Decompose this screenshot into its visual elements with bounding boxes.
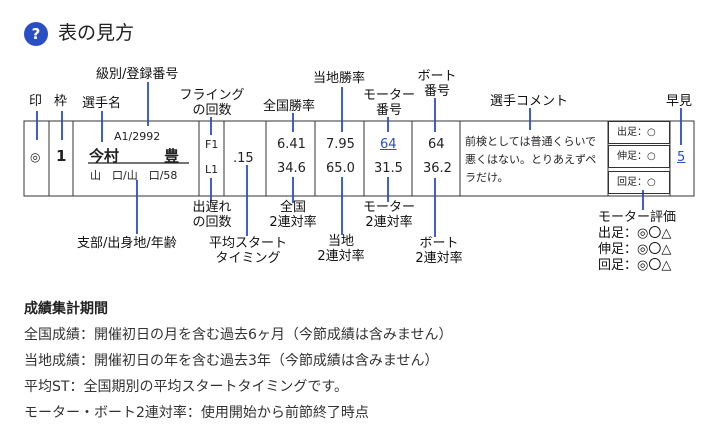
note-line: 当地成績：開催初日の年を含む過去3年（今節成績は含みません）	[24, 353, 439, 369]
label-eval-start: 出足：◎〇△	[598, 226, 672, 241]
row-comment: 前検としては普通くらいで悪くはない。とりあえずペラだけ。	[465, 135, 597, 184]
row-flying-count: F1	[205, 138, 219, 151]
row-avg-st: .15	[233, 151, 254, 166]
row-branch: 山 口/山 口/58	[90, 169, 178, 182]
early-view-link[interactable]: 5	[677, 150, 686, 165]
row-late-count: L1	[205, 163, 219, 176]
row-national-win: 6.41	[277, 137, 306, 152]
row-motor-2: 31.5	[374, 161, 403, 176]
label-eval-stretch: 伸足：◎〇△	[598, 242, 672, 257]
row-mark: ◎	[30, 150, 41, 164]
label-eval-turn: 回足：◎〇△	[598, 258, 672, 273]
label-boat-number: ボート番号	[417, 69, 457, 99]
note-line: モーター・ボート2連対率：使用開始から前節終了時点	[24, 405, 369, 421]
label-local-win: 当地勝率	[313, 71, 366, 86]
label-early-view: 早見	[666, 94, 693, 109]
row-national-2: 34.6	[277, 161, 306, 176]
eval-start-cell: 出足：○	[608, 121, 670, 144]
label-branch: 支部/出身地/年齢	[77, 236, 177, 251]
motor-number-link[interactable]: 64	[380, 137, 397, 152]
label-national-win: 全国勝率	[263, 99, 316, 114]
label-comment: 選手コメント	[490, 94, 569, 109]
label-flying: フライングの回数	[179, 88, 245, 118]
note-line: 全国成績：開催初日の月を含む過去6ヶ月（今節成績は含みません）	[24, 327, 453, 343]
label-frame: 枠	[54, 94, 68, 109]
label-avg-st: 平均スタートタイミング	[208, 236, 287, 266]
row-frame: 1	[56, 147, 67, 165]
label-motor-number: モーター番号	[362, 88, 415, 118]
row-boat-number: 64	[428, 137, 445, 152]
page-title: 表の見方	[58, 22, 135, 44]
label-racer-name: 選手名	[82, 96, 122, 111]
eval-stretch-cell: 伸足：○	[608, 145, 670, 168]
label-late-count: 出遅れの回数	[192, 200, 232, 230]
help-icon: ?	[24, 22, 48, 46]
label-mark: 印	[29, 94, 43, 109]
row-local-win: 7.95	[326, 137, 355, 152]
row-local-2: 65.0	[326, 161, 355, 176]
row-boat-2: 36.2	[423, 161, 452, 176]
label-motor-eval: モーター評価	[598, 210, 677, 225]
row-class-registration: A1/2992	[114, 130, 161, 143]
label-class-registration: 級別/登録番号	[96, 67, 179, 82]
notes-title: 成績集計期間	[24, 301, 108, 317]
eval-turn-cell: 回足：○	[608, 171, 670, 194]
row-racer-name: 今村 豊	[89, 147, 180, 165]
note-line: 平均ST：全国期別の平均スタートタイミングです。	[24, 379, 349, 395]
